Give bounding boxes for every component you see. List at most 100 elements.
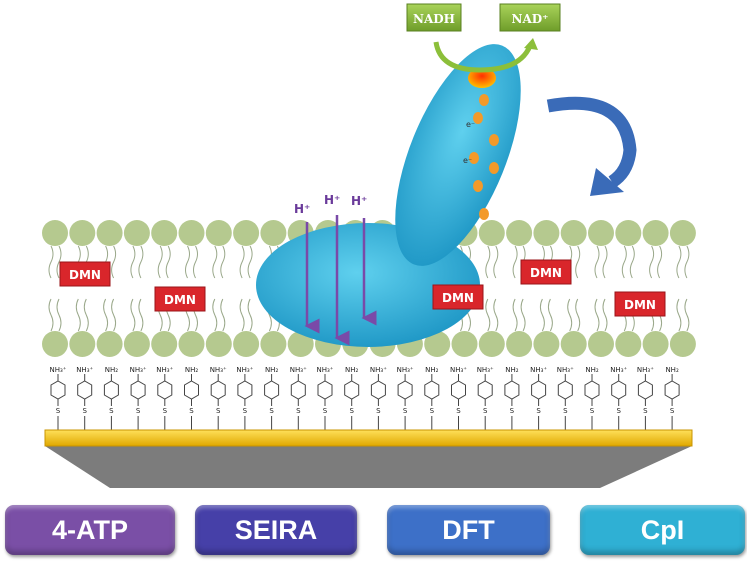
lipid-head	[96, 220, 123, 246]
fes-clusters	[469, 94, 499, 220]
atp-molecule: NH₃⁺ S	[557, 366, 574, 430]
dmn-label: DMN	[69, 268, 101, 282]
benzene-ring	[637, 380, 653, 400]
lipid-tail	[239, 298, 245, 332]
lipid-head	[642, 220, 669, 246]
4-atp-button[interactable]: 4-ATP	[5, 505, 175, 555]
atp-molecule: NH₃⁺S	[290, 366, 307, 430]
dmn-box	[520, 259, 572, 285]
atp-monolayer: NH₃⁺ S NH₃⁺ S NH₂ S NH₃⁺ S NH₃⁺ S NH₂ S NH₃⁺ S NH₃⁺ S NH…	[49, 366, 680, 430]
lipid-tail	[111, 298, 117, 332]
dft-button[interactable]: DFT	[387, 505, 550, 555]
dmn-box	[154, 286, 206, 312]
lipid-head	[151, 220, 178, 246]
benzene-ring	[290, 380, 306, 400]
proton-label: H⁺	[351, 194, 367, 208]
dmn-label: DMN	[164, 293, 196, 307]
amine-label: NH₃⁺	[530, 366, 547, 374]
lipid-head	[123, 220, 150, 246]
amine-label: NH₂	[265, 366, 279, 374]
lipid-tail	[575, 245, 581, 279]
sulfur-label: S	[243, 407, 248, 415]
atp-molecule: NH₃⁺S	[236, 366, 254, 430]
nadh-box	[406, 3, 462, 32]
benzene-ring	[157, 380, 173, 400]
lipid-tail	[621, 245, 627, 279]
sulfur-label: S	[269, 407, 274, 415]
benzene-ring	[344, 380, 360, 400]
lipid-tail	[575, 298, 581, 332]
sulfur-label: S	[323, 407, 328, 415]
lipid-tail	[220, 298, 226, 332]
lipid-tail	[520, 298, 526, 332]
lipid-tail	[48, 298, 54, 332]
amine-label: NH₃⁺	[370, 366, 387, 374]
lipid-tail	[649, 245, 655, 279]
peripheral-arm	[395, 44, 521, 266]
sulfur-label: S	[483, 407, 488, 415]
lipid-tail	[157, 245, 163, 279]
amine-label: NH₂	[185, 366, 199, 374]
lipid-head	[96, 331, 123, 357]
redox-arrow	[433, 41, 533, 73]
amine-label: NH₃⁺	[130, 366, 147, 374]
lipid-head	[478, 331, 505, 357]
amine-label: NH₂	[105, 366, 119, 374]
lipid-tail	[185, 245, 190, 279]
lipid-head	[588, 220, 614, 246]
fes-cluster	[479, 208, 489, 220]
lipid-tail	[485, 245, 491, 279]
lipid-tail	[594, 298, 600, 332]
seira-button[interactable]: SEIRA	[195, 505, 357, 555]
proton-label: H⁺	[294, 202, 310, 216]
benzene-ring	[611, 380, 627, 400]
lipid-tail	[103, 298, 109, 332]
lipid-head	[178, 220, 205, 246]
lipid-tail	[547, 298, 553, 332]
benzene-ring	[77, 380, 93, 400]
lipid-tail	[684, 298, 690, 332]
amine-label: NH₃⁺	[397, 366, 414, 374]
sulfur-label: S	[189, 407, 194, 415]
lipid-head	[506, 331, 533, 357]
amine-label: NH₃⁺	[210, 366, 227, 374]
lipid-tail	[512, 298, 518, 332]
benzene-ring	[50, 380, 66, 400]
lipid-tail	[512, 245, 518, 279]
lipid-tail	[493, 298, 499, 332]
lipid-tail	[676, 298, 682, 332]
amine-label: NH₃⁺	[557, 366, 574, 374]
sulfur-label: S	[56, 407, 61, 415]
benzene-ring	[210, 380, 226, 400]
dft-label: DFT	[442, 514, 495, 545]
lipid-head	[533, 220, 560, 246]
fes-cluster	[473, 180, 483, 192]
amine-label: NH₃⁺	[76, 366, 93, 374]
cpi-button[interactable]: CpI	[580, 505, 745, 555]
fes-cluster	[469, 152, 479, 164]
electron-label: e⁻	[463, 156, 472, 165]
lipid-head	[233, 331, 260, 357]
benzene-ring	[664, 380, 680, 400]
cpi-label: CpI	[640, 514, 685, 545]
atp-molecule: NH₃⁺S	[477, 366, 494, 430]
dmn-label: DMN	[624, 298, 656, 312]
sulfur-label: S	[563, 407, 568, 415]
lipid-tail	[75, 298, 81, 332]
benzene-ring	[584, 380, 600, 400]
sulfur-label: S	[430, 407, 435, 415]
amine-label: NH₃⁺	[49, 366, 66, 374]
proton-arrows: H⁺ H⁺ H⁺	[294, 193, 377, 346]
dmn-box	[59, 261, 111, 287]
sulfur-label: S	[403, 407, 408, 415]
lipid-tail	[629, 245, 635, 279]
atp-molecule: NH₂ S	[264, 366, 280, 430]
lipid-head	[233, 220, 260, 246]
sulfur-label: S	[590, 407, 595, 415]
lipid-head	[123, 331, 150, 357]
lipid-tail	[138, 245, 144, 279]
lipid-tail	[247, 298, 253, 332]
